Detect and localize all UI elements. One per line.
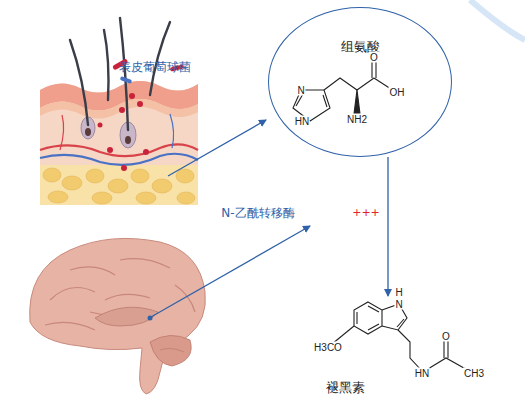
atom-label: N xyxy=(394,299,403,310)
atom-label: N xyxy=(296,85,305,96)
product-label: 褪黑素 xyxy=(326,381,365,395)
skin-illustration xyxy=(40,18,198,205)
reaction-arrow xyxy=(387,157,388,296)
brain-arrow xyxy=(151,226,310,317)
atom-label: H xyxy=(394,287,403,298)
atom-label: O xyxy=(369,52,379,63)
enzyme-label: N-乙酰转移酶 xyxy=(221,207,294,220)
bacteria-label: 表皮葡萄球菌 xyxy=(119,61,191,74)
brain-illustration xyxy=(30,238,206,394)
atom-label: HN xyxy=(294,116,310,127)
atom-label: HN xyxy=(414,368,430,379)
corner-arc xyxy=(470,0,525,40)
histidine-structure xyxy=(293,60,394,121)
node-title: 组氨酸 xyxy=(269,38,451,56)
node-circle: 组氨酸 xyxy=(268,7,452,157)
atom-label: OH xyxy=(389,87,406,98)
activity-mark: +++ xyxy=(352,207,380,219)
atom-label: O xyxy=(441,331,451,342)
atom-label: CH3 xyxy=(463,368,485,379)
atom-label: H3CO xyxy=(313,342,343,353)
skin-arrow xyxy=(168,120,266,176)
atom-label: NH2 xyxy=(346,114,368,125)
melatonin-structure xyxy=(332,302,471,372)
